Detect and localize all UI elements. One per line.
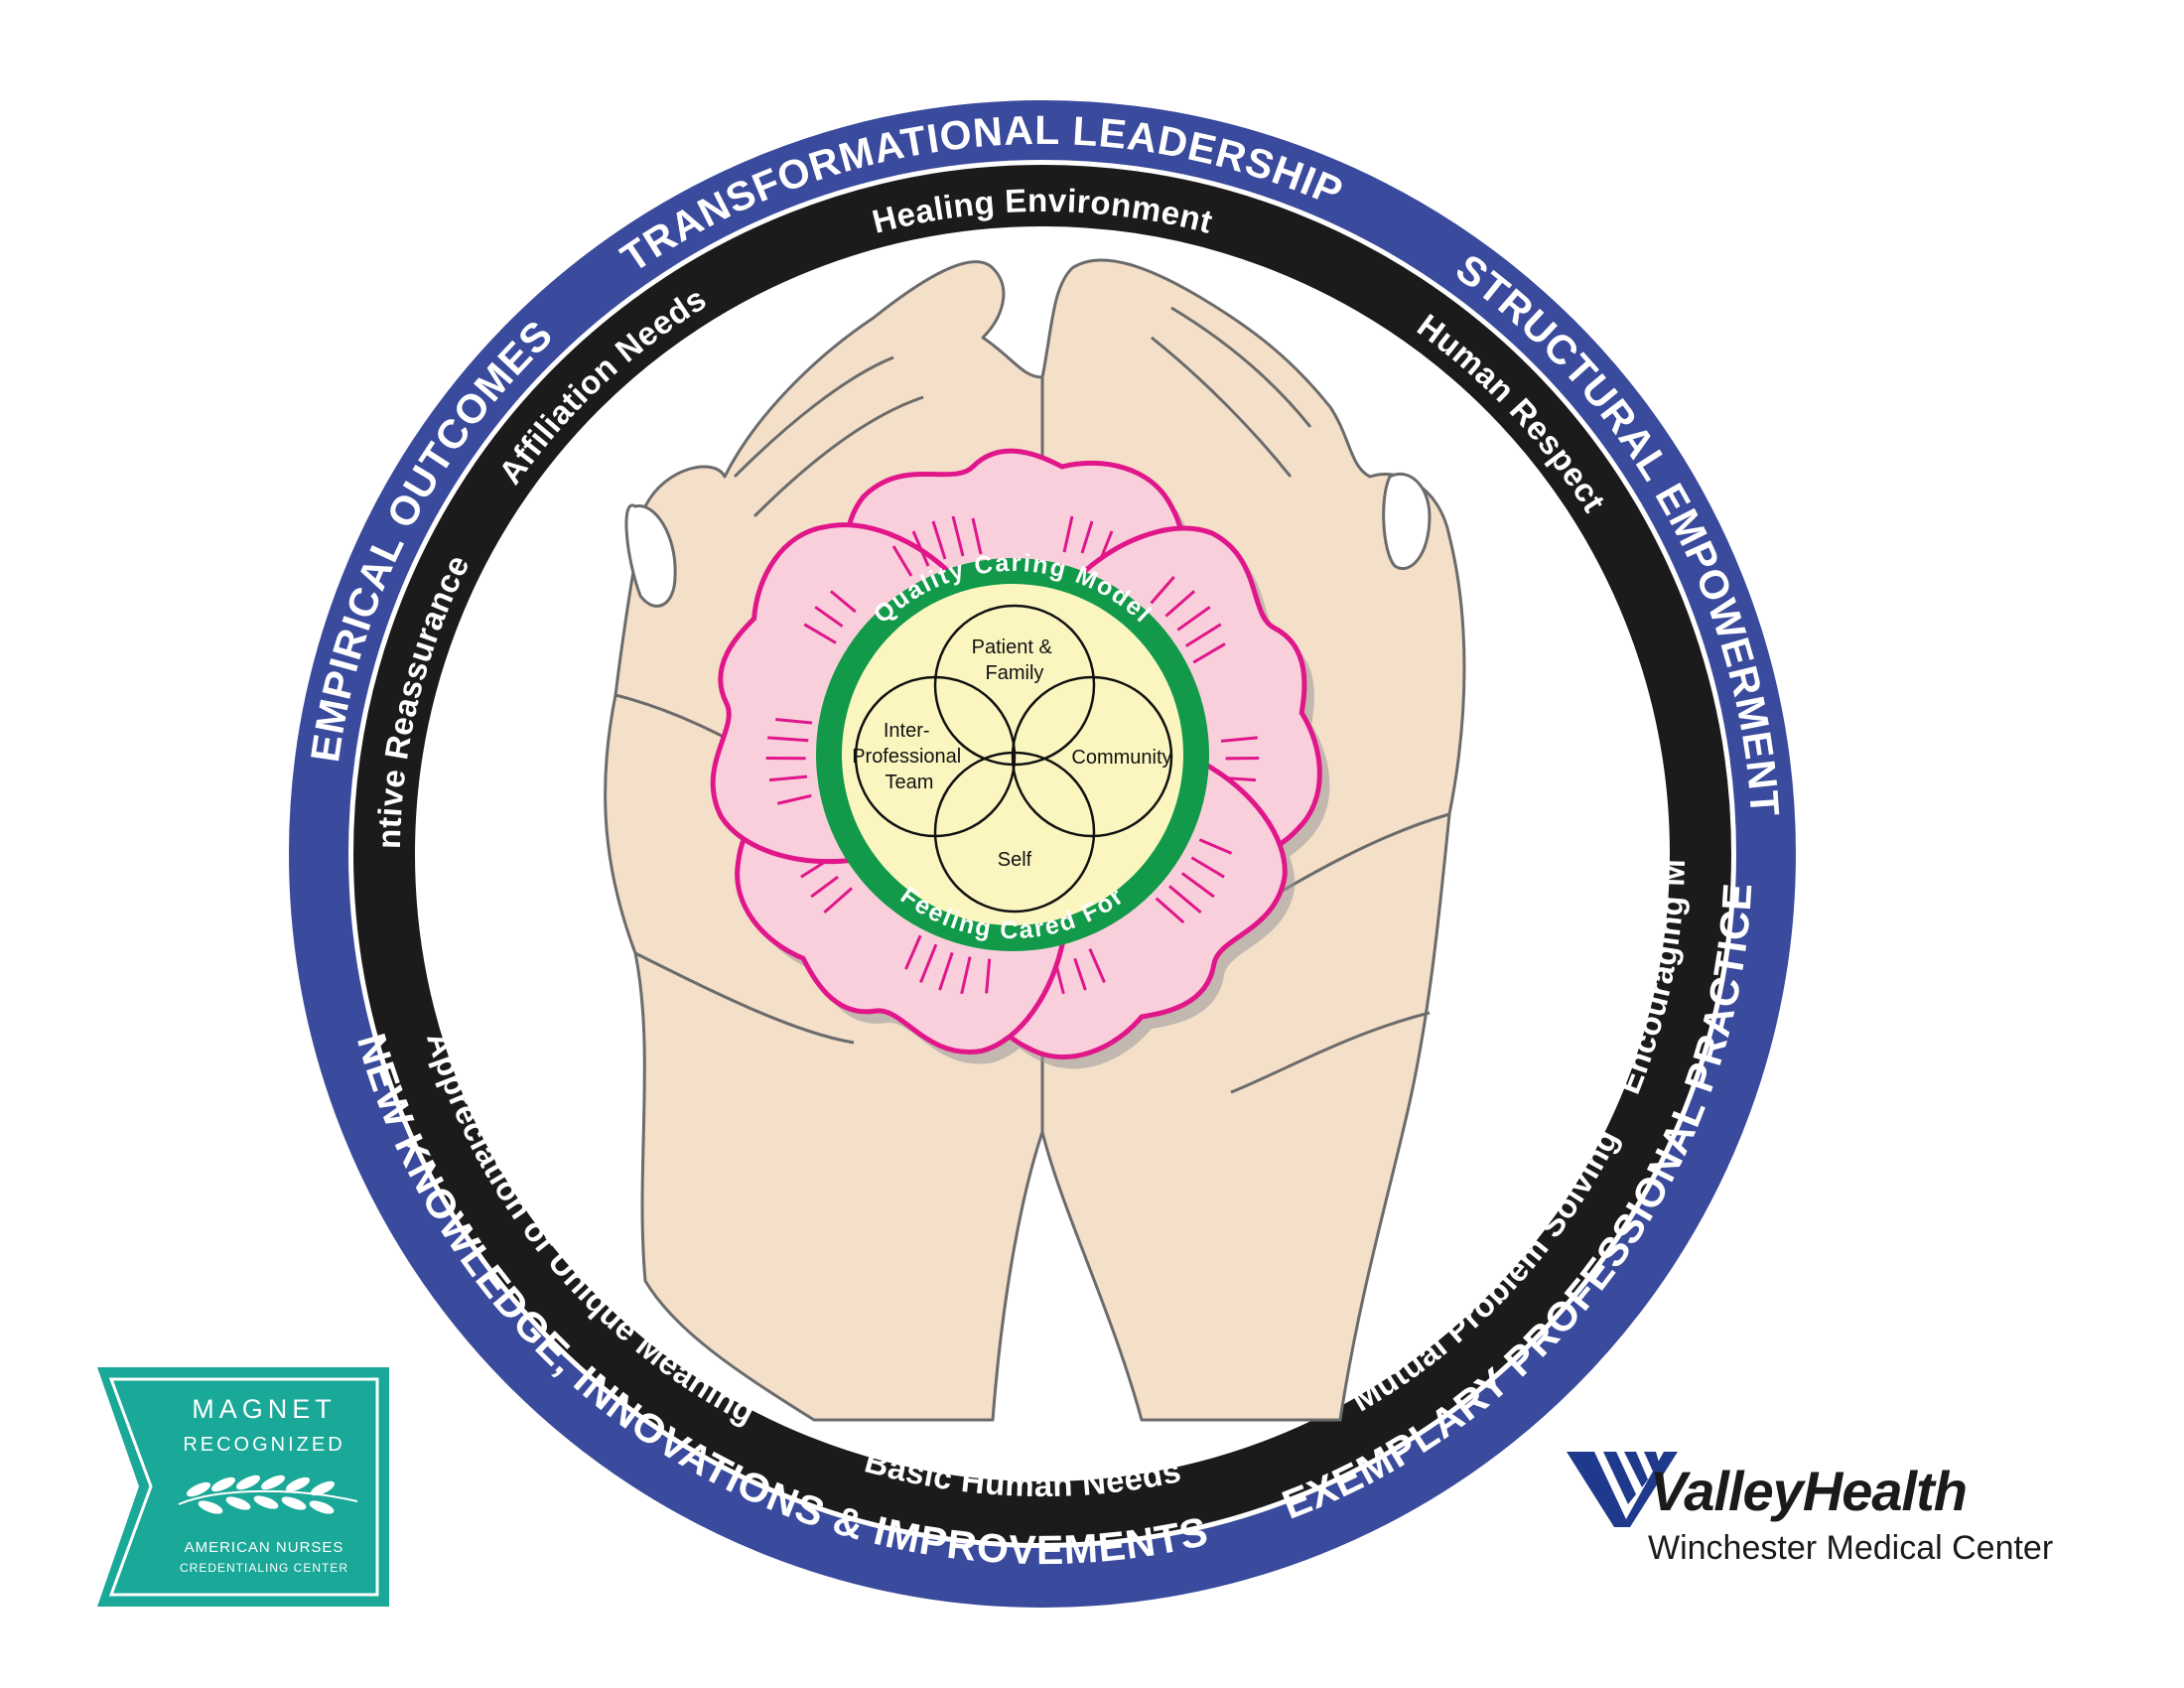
right-thumb	[1382, 473, 1432, 570]
inner-label-attentive-reassurance: Attentive Reassurance	[0, 0, 477, 849]
venn-circle-bottom	[933, 751, 1096, 914]
magnet-ancc-line1: AMERICAN NURSES	[185, 1539, 344, 1556]
magnet-ancc-line2: CREDENTIALING CENTER	[180, 1561, 348, 1575]
venn-circle-right	[1011, 675, 1173, 838]
magnet-recognized: RECOGNIZED	[183, 1434, 344, 1456]
laurel-icon	[178, 1475, 358, 1514]
valley-health-v-icon	[1567, 1452, 1678, 1527]
magnet-recognized-badge: MAGNET RECOGNIZED AMERICAN NURSES CREDEN…	[97, 1367, 389, 1607]
venn-diagram	[854, 604, 1173, 914]
magnet-title: MAGNET	[192, 1394, 337, 1424]
outer-ring	[289, 100, 1796, 1608]
inner-ring	[353, 165, 1731, 1543]
outer-ring-border	[348, 160, 1736, 1548]
valley-health-logo: ValleyHealth Winchester Medical Center	[1567, 1452, 2053, 1567]
valley-health-subtitle: Winchester Medical Center	[1648, 1529, 2053, 1567]
venn-label-patient-family: Patient & Family	[972, 636, 1058, 684]
left-thumb	[624, 503, 677, 608]
valley-health-name: ValleyHealth	[1650, 1460, 1967, 1522]
venn-label-community: Community	[1071, 747, 1171, 769]
venn-label-self: Self	[998, 849, 1032, 871]
venn-label-interprofessional-team: Inter- Professional Team	[852, 720, 967, 793]
